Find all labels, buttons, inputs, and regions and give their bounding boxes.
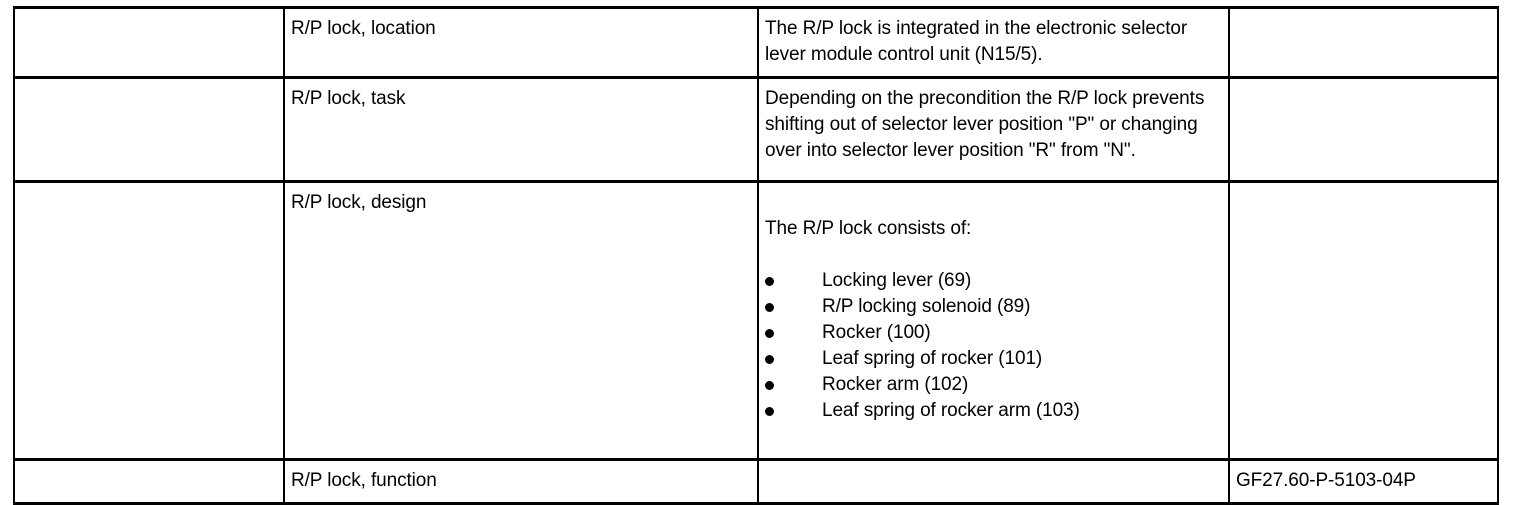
reference-cell [1228, 6, 1499, 79]
description-cell: The R/P lock consists of: Locking lever … [757, 180, 1230, 461]
reference-cell [1228, 180, 1499, 461]
component-name: R/P lock, location [291, 18, 436, 39]
description-text: Depending on the precondition the R/P lo… [765, 88, 1205, 161]
description-text [759, 461, 1228, 486]
description-text: The R/P lock is integrated in the electr… [765, 18, 1188, 65]
tag-cell [13, 180, 285, 461]
parts-list: Locking lever (69) R/P locking solenoid (… [765, 268, 1222, 424]
specification-table: R/P lock, location The R/P lock is integ… [13, 6, 1499, 505]
component-name: R/P lock, task [291, 88, 406, 109]
tag-text [15, 461, 283, 486]
parts-list-item-label: Locking lever (69) [822, 270, 972, 291]
tag-text [15, 9, 283, 34]
tag-text [15, 79, 283, 104]
table-row: R/P lock, task Depending on the precondi… [13, 76, 1499, 183]
parts-list-item-label: Rocker (100) [822, 322, 931, 343]
reference-code [1230, 79, 1497, 104]
bullet-icon [765, 329, 774, 338]
tag-cell [13, 6, 285, 79]
component-name: R/P lock, design [291, 192, 427, 213]
reference-code [1230, 183, 1497, 208]
reference-cell [1228, 76, 1499, 183]
component-name: R/P lock, function [291, 470, 437, 491]
name-cell: R/P lock, location [283, 6, 759, 79]
reference-code [1230, 9, 1497, 34]
parts-list-item: Locking lever (69) [765, 268, 1222, 294]
description-cell: Depending on the precondition the R/P lo… [757, 76, 1230, 183]
parts-list-item-label: R/P locking solenoid (89) [822, 296, 1031, 317]
bullet-icon [765, 381, 774, 390]
bullet-icon [765, 303, 774, 312]
description-lead: The R/P lock consists of: [765, 218, 972, 239]
parts-list-item-label: Leaf spring of rocker arm (103) [822, 400, 1080, 421]
bullet-icon [765, 355, 774, 364]
parts-list-item: Leaf spring of rocker arm (103) [765, 398, 1222, 424]
table-row: R/P lock, location The R/P lock is integ… [13, 6, 1499, 79]
tag-cell [13, 458, 285, 505]
parts-list-item: Leaf spring of rocker (101) [765, 346, 1222, 372]
parts-list-item: Rocker arm (102) [765, 372, 1222, 398]
table-row: R/P lock, design The R/P lock consists o… [13, 180, 1499, 461]
table-row: R/P lock, function GF27.60-P-5103-04P [13, 458, 1499, 505]
tag-text [15, 183, 283, 208]
tag-cell [13, 76, 285, 183]
bullet-icon [765, 277, 774, 286]
name-cell: R/P lock, task [283, 76, 759, 183]
parts-list-item-label: Leaf spring of rocker (101) [822, 348, 1043, 369]
parts-list-item: R/P locking solenoid (89) [765, 294, 1222, 320]
name-cell: R/P lock, design [283, 180, 759, 461]
reference-code: GF27.60-P-5103-04P [1236, 470, 1416, 491]
parts-list-item: Rocker (100) [765, 320, 1222, 346]
document-page: R/P lock, location The R/P lock is integ… [13, 6, 1499, 505]
description-cell: The R/P lock is integrated in the electr… [757, 6, 1230, 79]
parts-list-item-label: Rocker arm (102) [822, 374, 969, 395]
name-cell: R/P lock, function [283, 458, 759, 505]
bullet-icon [765, 407, 774, 416]
reference-cell: GF27.60-P-5103-04P [1228, 458, 1499, 505]
description-cell [757, 458, 1230, 505]
